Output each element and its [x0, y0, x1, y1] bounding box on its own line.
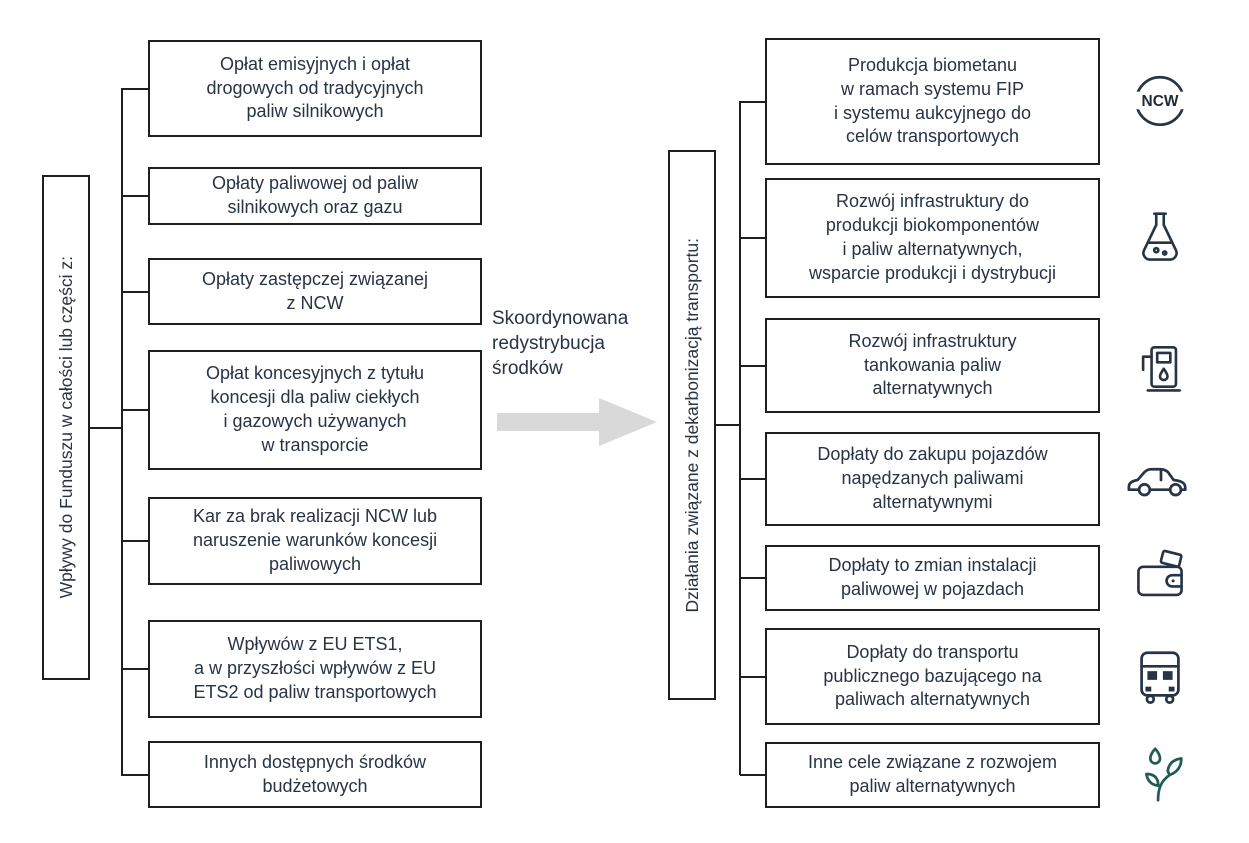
flask-icon — [1120, 200, 1200, 276]
right-box-6-text: Dopłaty do transportu publicznego bazują… — [823, 641, 1042, 710]
right-box-5-text: Dopłaty to zmian instalacji paliwowej w … — [828, 555, 1037, 599]
connector-right-stub-7 — [740, 774, 765, 776]
right-box-7-text: Inne cele związane z rozwojem paliw alte… — [807, 752, 1058, 796]
right-box-3: Rozwój infrastruktury tankowania paliw a… — [765, 318, 1100, 413]
connector-left-stub-2 — [122, 195, 148, 197]
connector-left-spine — [121, 88, 123, 776]
wallet-icon — [1120, 540, 1200, 616]
middle-caption: Skoordynowana redystrybucja środków — [492, 308, 629, 380]
left-box-7: Innych dostępnych środków budżetowych — [148, 741, 482, 808]
connector-right-stub-6 — [740, 676, 765, 678]
left-group-label: Wpływy do Funduszu w całości lub części … — [55, 256, 76, 599]
right-box-4-text: Dopłaty do zakupu pojazdów napędzanych p… — [817, 444, 1048, 512]
right-box-2: Rozwój infrastruktury do produkcji bioko… — [765, 178, 1100, 298]
left-box-7-text: Innych dostępnych środków budżetowych — [203, 751, 427, 796]
connector-right-stub-5 — [740, 577, 765, 579]
right-box-7: Inne cele związane z rozwojem paliw alte… — [765, 742, 1100, 808]
connector-left-stub-5 — [122, 540, 148, 542]
connector-left-stub-4 — [122, 409, 148, 411]
connector-right-stub-1 — [740, 101, 765, 103]
left-group-label-box: Wpływy do Funduszu w całości lub części … — [42, 175, 90, 680]
connector-left-root — [90, 427, 121, 429]
right-box-5: Dopłaty to zmian instalacji paliwowej w … — [765, 545, 1100, 611]
flow-arrow-icon — [497, 398, 657, 446]
left-box-4-text: Opłat koncesyjnych z tytułu koncesji dla… — [205, 363, 425, 455]
left-box-5-text: Kar za brak realizacji NCW lub naruszeni… — [192, 506, 438, 574]
eco-fuel-plant-icon — [1120, 737, 1200, 813]
connector-left-stub-7 — [122, 774, 148, 776]
left-box-3-text: Opłaty zastępczej związanej z NCW — [201, 268, 429, 313]
left-box-2-text: Opłaty paliwowej od paliw silnikowych or… — [211, 173, 419, 217]
right-box-4: Dopłaty do zakupu pojazdów napędzanych p… — [765, 432, 1100, 526]
connector-left-stub-1 — [122, 88, 148, 90]
connector-left-stub-3 — [122, 291, 148, 293]
right-box-2-text: Rozwój infrastruktury do produkcji bioko… — [808, 191, 1057, 283]
left-box-1-text: Opłat emisyjnych i opłat drogowych od tr… — [206, 53, 424, 122]
bus-icon — [1120, 638, 1200, 714]
connector-right-stub-3 — [740, 365, 765, 367]
right-group-label-box: Działania związane z dekarbonizacją tran… — [668, 150, 716, 700]
left-box-2: Opłaty paliwowej od paliw silnikowych or… — [148, 167, 482, 225]
left-box-5: Kar za brak realizacji NCW lub naruszeni… — [148, 497, 482, 585]
right-group-label: Działania związane z dekarbonizacją tran… — [681, 237, 702, 613]
ncw-logo-text: NCW — [1142, 93, 1179, 110]
fuel-pump-icon — [1120, 328, 1200, 404]
left-box-3: Opłaty zastępczej związanej z NCW — [148, 258, 482, 325]
left-box-1: Opłat emisyjnych i opłat drogowych od tr… — [148, 40, 482, 137]
connector-right-spine — [739, 101, 741, 775]
right-box-3-text: Rozwój infrastruktury tankowania paliw a… — [848, 330, 1017, 399]
connector-right-stub-2 — [740, 237, 765, 239]
left-box-6-text: Wpływów z EU ETS1, a w przyszłości wpływ… — [193, 634, 437, 702]
right-box-1-text: Produkcja biometanu w ramach systemu FIP… — [833, 54, 1032, 147]
left-box-4: Opłat koncesyjnych z tytułu koncesji dla… — [148, 350, 482, 470]
car-icon — [1120, 441, 1200, 517]
right-box-1: Produkcja biometanu w ramach systemu FIP… — [765, 38, 1100, 165]
connector-right-root — [716, 424, 740, 426]
connector-left-stub-6 — [122, 668, 148, 670]
connector-right-stub-4 — [740, 478, 765, 480]
ncw-logo-icon: NCW — [1120, 64, 1200, 140]
left-box-6: Wpływów z EU ETS1, a w przyszłości wpływ… — [148, 620, 482, 718]
right-box-6: Dopłaty do transportu publicznego bazują… — [765, 628, 1100, 725]
